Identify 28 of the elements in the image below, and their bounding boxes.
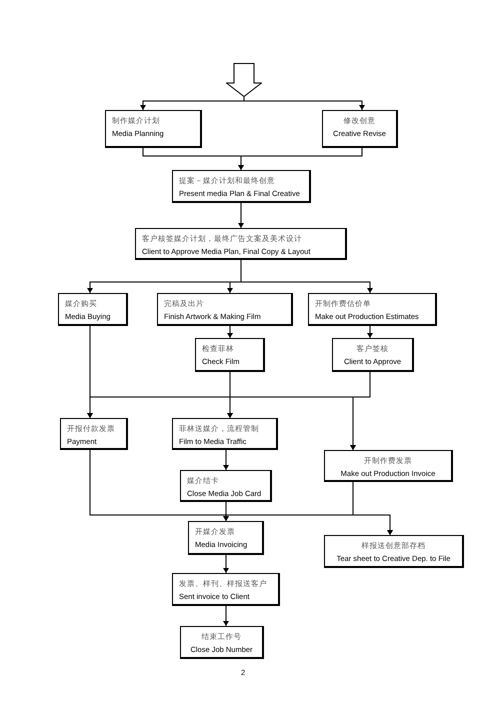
process-box bbox=[180, 470, 272, 502]
connector-arrow bbox=[223, 606, 229, 626]
connector-arrow bbox=[367, 326, 373, 338]
process-box bbox=[135, 228, 347, 260]
process-box bbox=[322, 110, 398, 148]
process-box bbox=[157, 293, 293, 326]
process-box bbox=[332, 338, 414, 372]
process-box bbox=[308, 293, 437, 326]
process-box bbox=[324, 450, 453, 482]
process-box bbox=[180, 626, 264, 659]
process-box bbox=[172, 170, 311, 203]
process-box bbox=[195, 338, 265, 372]
connector-arrow bbox=[238, 202, 244, 228]
process-box bbox=[105, 110, 202, 148]
process-box bbox=[58, 293, 128, 326]
connector-arrow bbox=[352, 482, 393, 536]
connector-arrow bbox=[223, 554, 229, 574]
connector-arrow bbox=[223, 450, 229, 470]
connector-arrow bbox=[238, 148, 362, 170]
process-box bbox=[188, 521, 264, 555]
hollow-arrow bbox=[226, 63, 262, 97]
process-box bbox=[172, 418, 278, 450]
process-box bbox=[172, 573, 280, 606]
connector-arrow bbox=[240, 260, 373, 294]
connector-arrow bbox=[350, 372, 370, 450]
process-box bbox=[60, 418, 128, 450]
connector-arrow bbox=[227, 326, 233, 338]
process-box bbox=[324, 535, 464, 568]
